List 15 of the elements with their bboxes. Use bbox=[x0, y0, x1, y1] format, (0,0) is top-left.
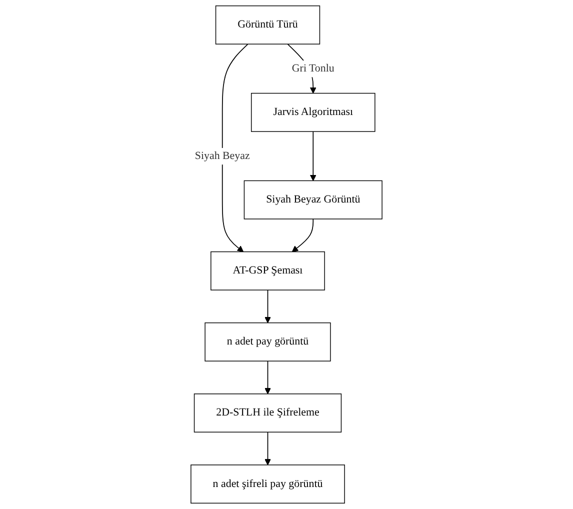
arrow bbox=[264, 360, 271, 394]
arrow bbox=[264, 432, 271, 466]
arrow bbox=[310, 131, 316, 181]
arrow bbox=[292, 218, 314, 252]
node-box: AT-GSP Şeması bbox=[210, 251, 325, 290]
arrow bbox=[222, 44, 248, 252]
edge-label: Siyah Beyaz bbox=[194, 150, 250, 162]
node-box: Jarvis Algoritması bbox=[250, 92, 376, 132]
node-box: Görüntü Türü bbox=[215, 5, 320, 44]
edge-label: Gri Tonlu bbox=[292, 62, 334, 74]
arrow bbox=[264, 290, 271, 324]
node-box: n adet pay görüntü bbox=[204, 322, 331, 362]
node-box: 2D-STLH ile Şifreleme bbox=[194, 394, 342, 432]
node-box: n adet şifreli pay görüntü bbox=[190, 464, 345, 504]
node-box: Siyah Beyaz Görüntü bbox=[244, 180, 382, 220]
